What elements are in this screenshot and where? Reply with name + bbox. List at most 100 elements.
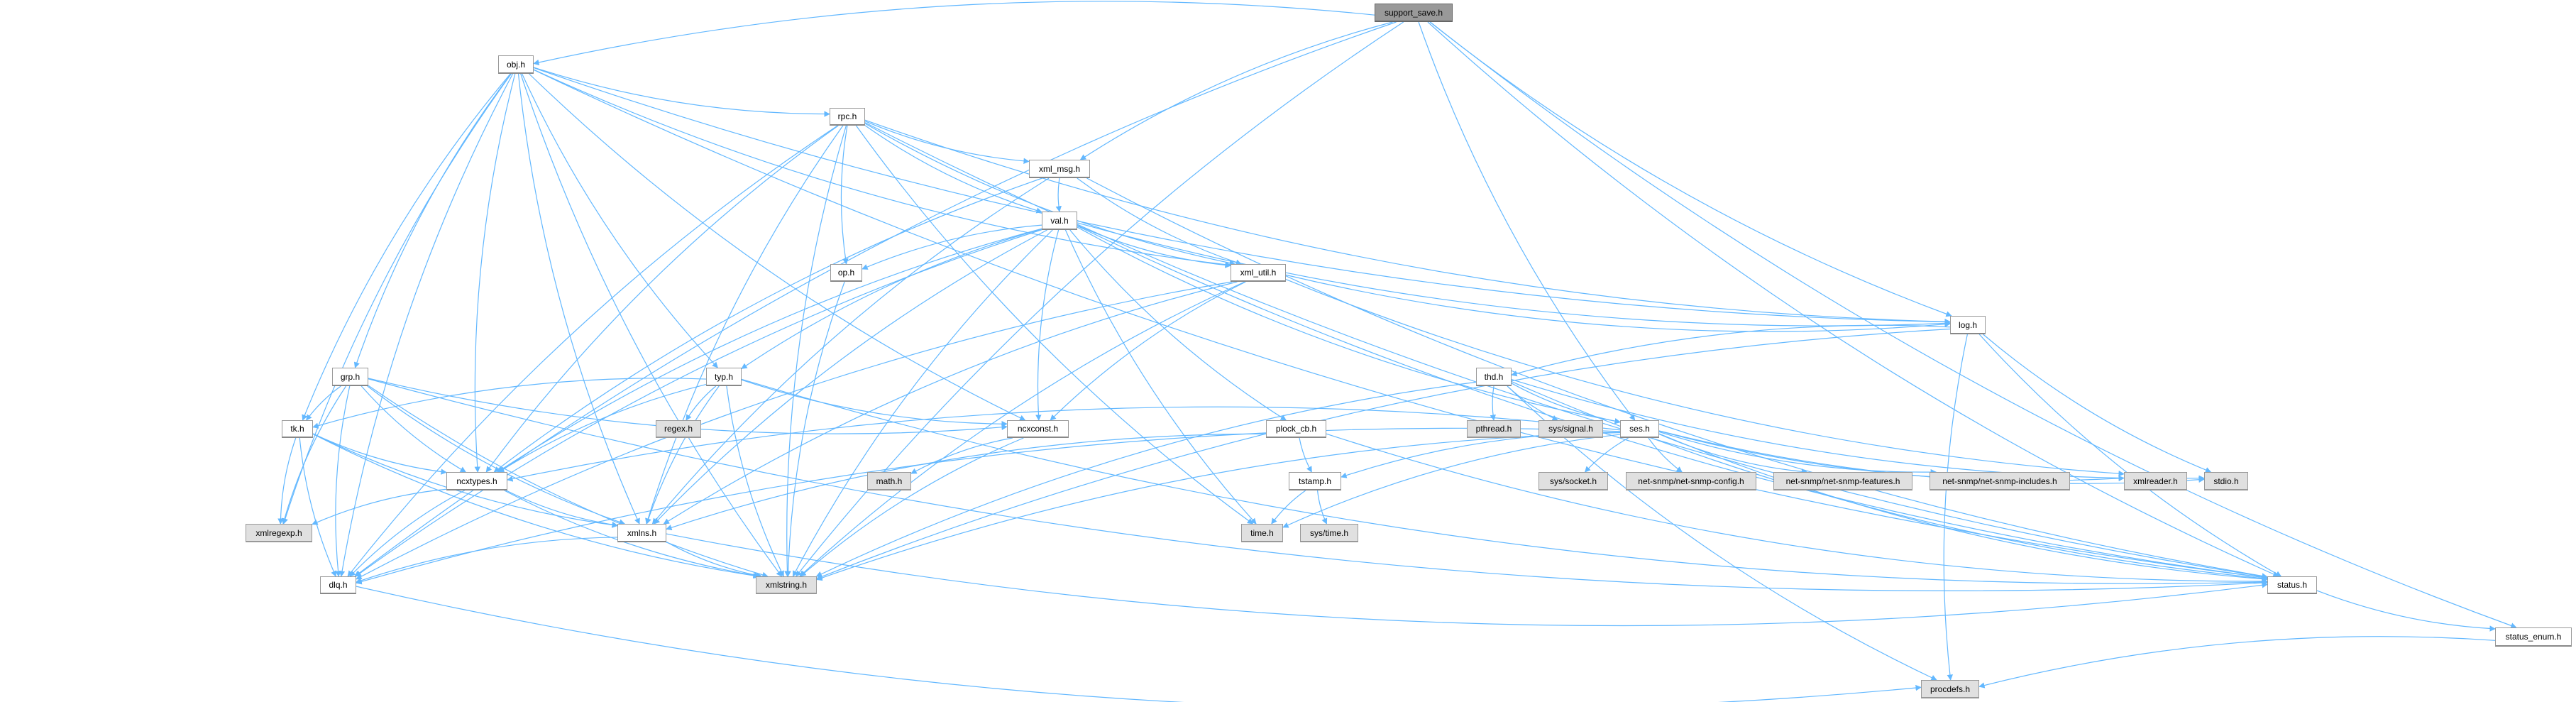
- edge-typ-to-ncxconst: [741, 379, 1008, 427]
- edge-log-to-status: [1978, 334, 2282, 577]
- edge-ncxtypes-to-xmlns: [506, 490, 618, 528]
- node-tstamp[interactable]: tstamp.h: [1289, 472, 1341, 490]
- edge-val-to-xml-util: [1077, 225, 1231, 268]
- edge-xmlns-to-dlq: [356, 537, 618, 583]
- node-status-enum[interactable]: status_enum.h: [2495, 627, 2572, 647]
- node-xml-util[interactable]: xml_util.h: [1231, 264, 1286, 282]
- node-thd[interactable]: thd.h: [1476, 368, 1512, 386]
- node-snmp-config: net-snmp/net-snmp-config.h: [1626, 472, 1756, 490]
- edge-grp-to-ncxtypes: [360, 385, 466, 473]
- edge-log-to-stdio: [1983, 334, 2212, 473]
- node-label: grp.h: [340, 371, 360, 382]
- node-label: net-snmp/net-snmp-includes.h: [1942, 476, 2057, 486]
- edge-val-to-ncxconst: [1035, 229, 1059, 421]
- edge-ncxtypes-to-xmlregexp: [312, 488, 447, 525]
- edge-tstamp-to-sys-time: [1316, 490, 1328, 525]
- edge-grp-to-status: [368, 378, 2268, 591]
- node-label: ncxtypes.h: [456, 476, 497, 486]
- edge-ses-to-snmp-config: [1648, 437, 1683, 473]
- edge-rpc-to-val: [864, 125, 1042, 214]
- edge-obj-to-typ: [522, 73, 718, 368]
- edge-thd-to-status: [1511, 380, 2268, 581]
- node-label: procdefs.h: [1930, 684, 1971, 694]
- edge-tk-to-dlq: [299, 437, 337, 577]
- node-xmlns[interactable]: xmlns.h: [617, 524, 666, 542]
- node-tk[interactable]: tk.h: [282, 420, 313, 438]
- edge-grp-to-tk: [306, 385, 341, 421]
- edge-ses-to-sys-socket: [1584, 437, 1629, 473]
- edge-tk-to-ncxtypes: [312, 433, 447, 475]
- edge-typ-to-status: [741, 378, 2268, 586]
- edge-rpc-to-xml-util: [864, 123, 1235, 266]
- node-label: xml_msg.h: [1038, 163, 1080, 174]
- edge-xml-util-to-xmlns: [663, 281, 1238, 525]
- node-op[interactable]: op.h: [830, 264, 862, 282]
- edge-status-to-status-enum: [2316, 590, 2496, 632]
- node-label: tk.h: [290, 424, 304, 434]
- edge-val-to-ses: [1077, 226, 1621, 424]
- node-typ[interactable]: typ.h: [706, 368, 742, 386]
- edge-obj-to-xml-util: [533, 69, 1231, 268]
- node-ncxconst[interactable]: ncxconst.h: [1007, 420, 1069, 438]
- edge-tk-to-xmlregexp: [277, 437, 297, 525]
- node-label: status_enum.h: [2505, 632, 2562, 642]
- edge-ses-to-time: [1282, 434, 1621, 528]
- edge-obj-to-log: [533, 67, 1951, 325]
- edge-xml-msg-to-xml-util: [1077, 177, 1242, 265]
- node-dlq[interactable]: dlq.h: [320, 576, 356, 594]
- node-math: math.h: [867, 472, 911, 490]
- node-status[interactable]: status.h: [2267, 576, 2317, 594]
- edge-log-to-xmlstring: [816, 328, 1951, 580]
- node-xmlregexp: xmlregexp.h: [246, 524, 312, 542]
- node-xmlstring: xmlstring.h: [756, 576, 817, 594]
- edge-obj-to-ncxconst: [529, 73, 1026, 421]
- edge-xml-msg-to-ncxtypes: [493, 177, 1042, 473]
- edge-obj-to-ncxtypes: [474, 73, 516, 473]
- node-val[interactable]: val.h: [1042, 212, 1077, 230]
- node-label: xmlregexp.h: [255, 527, 302, 538]
- edge-obj-to-tk: [302, 73, 511, 421]
- edge-ncxconst-to-math: [910, 437, 1013, 474]
- edge-rpc-to-xmlns: [645, 125, 844, 525]
- edge-grp-to-xmlns: [367, 385, 626, 525]
- edge-support-save-to-status: [1427, 21, 2279, 577]
- node-label: typ.h: [714, 371, 733, 382]
- node-plock-cb[interactable]: plock_cb.h: [1266, 420, 1326, 438]
- node-ncxtypes[interactable]: ncxtypes.h: [446, 472, 507, 490]
- node-label: thd.h: [1484, 371, 1504, 382]
- edge-plock-cb-to-xmlns: [666, 433, 1267, 531]
- node-log[interactable]: log.h: [1950, 316, 1986, 334]
- node-obj[interactable]: obj.h: [498, 55, 534, 74]
- edge-support-save-to-ses: [1418, 21, 1636, 421]
- edge-obj-to-xmlstring: [520, 73, 783, 577]
- node-label: stdio.h: [2213, 476, 2239, 486]
- edge-xml-msg-to-status: [1086, 177, 2268, 579]
- edge-val-to-ncxtypes: [497, 228, 1042, 473]
- node-label: tstamp.h: [1298, 476, 1332, 486]
- node-label: sys/time.h: [1309, 527, 1348, 538]
- edge-typ-to-regex: [686, 385, 717, 421]
- node-label: plock_cb.h: [1275, 424, 1317, 434]
- edge-ses-to-status: [1658, 433, 2268, 582]
- node-grp[interactable]: grp.h: [332, 368, 368, 386]
- node-sys-socket: sys/socket.h: [1539, 472, 1608, 490]
- node-label: net-snmp/net-snmp-config.h: [1638, 476, 1744, 486]
- node-xml-msg[interactable]: xml_msg.h: [1029, 160, 1090, 178]
- edge-xml-msg-to-xmlns: [651, 177, 1050, 525]
- edge-xml-msg-to-val: [1055, 177, 1062, 212]
- node-procdefs: procdefs.h: [1921, 680, 1979, 698]
- node-label: net-snmp/net-snmp-features.h: [1785, 476, 1900, 486]
- node-label: time.h: [1250, 527, 1274, 538]
- node-label: regex.h: [664, 424, 693, 434]
- node-ses[interactable]: ses.h: [1620, 420, 1659, 438]
- node-label: dlq.h: [329, 580, 348, 590]
- node-support-save: support_save.h: [1375, 4, 1453, 22]
- edge-obj-to-xmlregexp: [282, 73, 512, 525]
- edge-plock-cb-to-status: [1326, 433, 2268, 585]
- edge-rpc-to-status: [864, 122, 2268, 580]
- node-snmp-features: net-snmp/net-snmp-features.h: [1773, 472, 1912, 490]
- edge-typ-to-xmlns: [645, 385, 720, 525]
- node-rpc[interactable]: rpc.h: [830, 108, 865, 126]
- edge-tk-to-xmlstring: [312, 433, 759, 579]
